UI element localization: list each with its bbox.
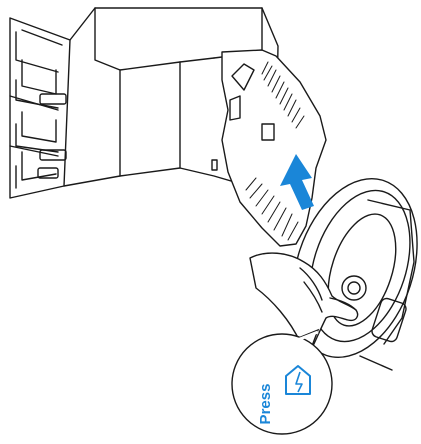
press-label: Press [257,384,274,425]
base-ramp [221,49,327,247]
press-callout: Press [231,328,333,435]
insert-direction-arrow [280,154,314,210]
home-dock-icon [285,365,311,395]
